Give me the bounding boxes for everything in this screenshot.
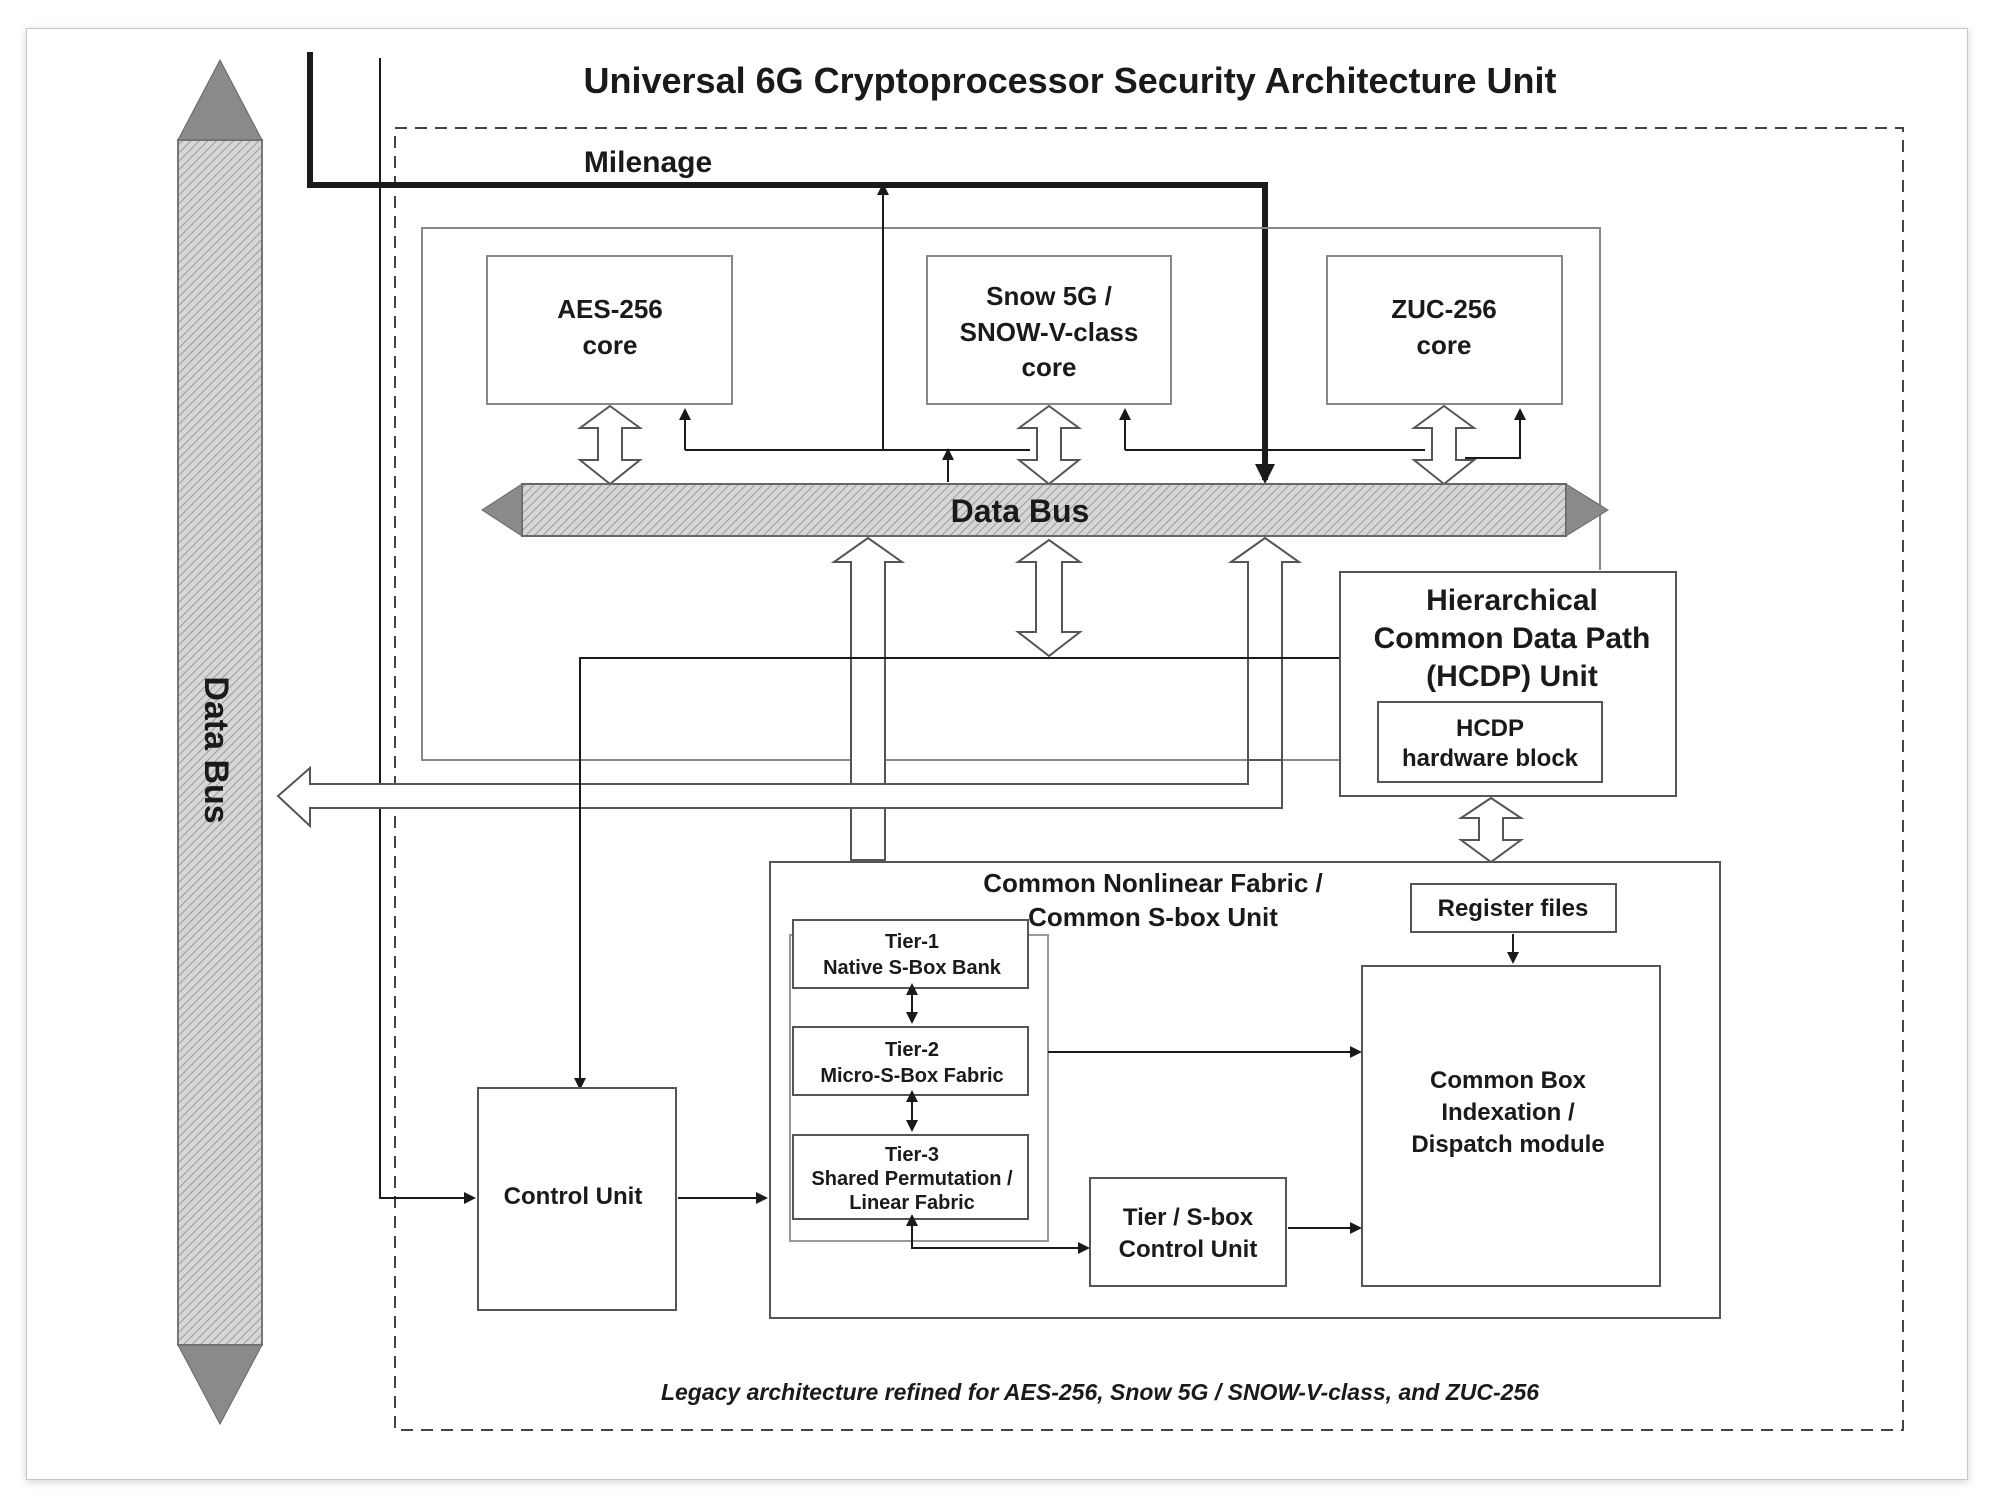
core-group-frame (421, 227, 1601, 761)
bus-feed-arrows (830, 536, 1303, 861)
hcdp-block-line2: hardware block (1402, 745, 1579, 772)
milenage-label: Milenage (584, 146, 712, 179)
snow-core-line3: core (1022, 352, 1077, 382)
fabric-title-line1: Common Nonlinear Fabric / (983, 868, 1323, 898)
fabric-title-line2: Common S-box Unit (1028, 902, 1278, 932)
zuc-256-core: ZUC-256 core (1326, 255, 1563, 405)
external-bus-feed-arrow (276, 759, 1283, 829)
tier2-line1: Tier-2 (885, 1039, 939, 1061)
tier3-line2: Shared Permutation / (811, 1168, 1013, 1190)
tier-3-box: Tier-3 Shared Permutation / Linear Fabri… (792, 1134, 1029, 1220)
external-data-bus: Data Bus (177, 58, 263, 1426)
dispatch-line3: Dispatch module (1411, 1131, 1604, 1158)
dispatch-module: Common Box Indexation / Dispatch module (1361, 965, 1661, 1287)
core-bus-connectors (576, 404, 1478, 486)
hcdp-hardware-block (1377, 701, 1603, 783)
internal-bus-label: Data Bus (951, 493, 1090, 529)
dispatch-line1: Common Box (1430, 1067, 1587, 1094)
snow-core-line1: Snow 5G / (986, 281, 1112, 311)
snow-core-line2: SNOW-V-class (960, 317, 1139, 347)
tier-2-box: Tier-2 Micro-S-Box Fabric (792, 1026, 1029, 1096)
diagram-caption: Legacy architecture refined for AES-256,… (661, 1379, 1539, 1405)
unit-boundary (394, 127, 1904, 1431)
aes-core-line2: core (583, 330, 638, 360)
register-files: Register files (1410, 883, 1617, 933)
diagram-title: Universal 6G Cryptoprocessor Security Ar… (584, 60, 1557, 101)
core-control-lines (679, 183, 1526, 482)
external-bus-label: Data Bus (197, 676, 235, 823)
tier3-line1: Tier-3 (885, 1144, 939, 1166)
milenage-line (307, 52, 1275, 484)
dispatch-line2: Indexation / (1441, 1099, 1575, 1126)
tier1-line1: Tier-1 (885, 931, 939, 953)
tier3-line3: Linear Fabric (849, 1192, 975, 1214)
control-unit-label: Control Unit (504, 1183, 643, 1210)
hcdp-title-line2: Common Data Path (1374, 622, 1651, 655)
hcdp-title-line1: Hierarchical (1426, 584, 1598, 617)
tier-control-unit: Tier / S-box Control Unit (1089, 1177, 1287, 1287)
hcdp-title-line3: (HCDP) Unit (1426, 660, 1598, 693)
register-files-label: Register files (1438, 895, 1589, 922)
zuc-core-line2: core (1417, 330, 1472, 360)
snow-5g-core: Snow 5G / SNOW-V-class core (926, 255, 1172, 405)
tier-1-box: Tier-1 Native S-Box Bank (792, 919, 1029, 989)
tier2-line2: Micro-S-Box Fabric (820, 1065, 1003, 1087)
internal-data-bus: Data Bus (481, 483, 1609, 537)
tier1-line2: Native S-Box Bank (823, 957, 1002, 979)
hcdp-block-line1: HCDP (1456, 715, 1524, 742)
tier-connectors (906, 983, 1362, 1254)
aes-256-core: AES-256 core (486, 255, 733, 405)
external-control-line (379, 58, 476, 1204)
hcdp-unit: Hierarchical Common Data Path (HCDP) Uni… (1339, 571, 1677, 797)
zuc-core-line1: ZUC-256 (1391, 294, 1496, 324)
hcdp-control-line (574, 657, 1340, 1090)
aes-core-line1: AES-256 (557, 294, 663, 324)
control-unit: Control Unit (477, 1087, 677, 1311)
hcdp-fabric-connector (1457, 796, 1525, 864)
tier-control-line2: Control Unit (1119, 1236, 1258, 1263)
tier-control-line1: Tier / S-box (1123, 1204, 1254, 1231)
